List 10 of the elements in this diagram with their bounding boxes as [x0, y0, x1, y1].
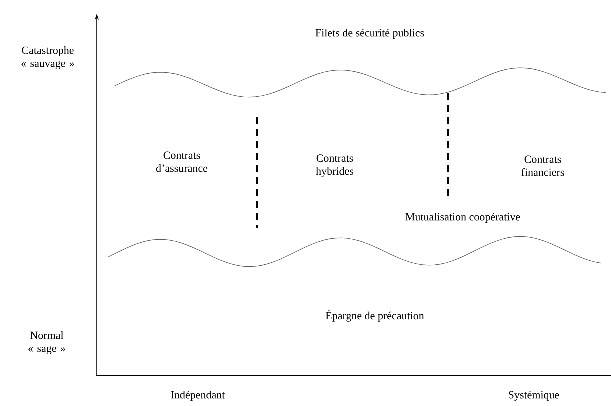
region-label: Filets de sécurité publics	[316, 29, 424, 39]
axis-label: Indépendant	[171, 391, 226, 401]
region-label: Mutualisation coopérative	[406, 213, 520, 223]
axis-label: Normal « sage »	[28, 332, 66, 354]
region-label: Épargne de précaution	[326, 310, 424, 322]
region-label: Contrats hybrides	[316, 154, 354, 178]
region-label: Contrats d’assurance	[156, 152, 208, 172]
axis-label: Systémique	[509, 391, 560, 401]
axis-label: Catastrophe « sauvage »	[22, 46, 74, 70]
region-label: Contrats financiers	[522, 156, 564, 176]
